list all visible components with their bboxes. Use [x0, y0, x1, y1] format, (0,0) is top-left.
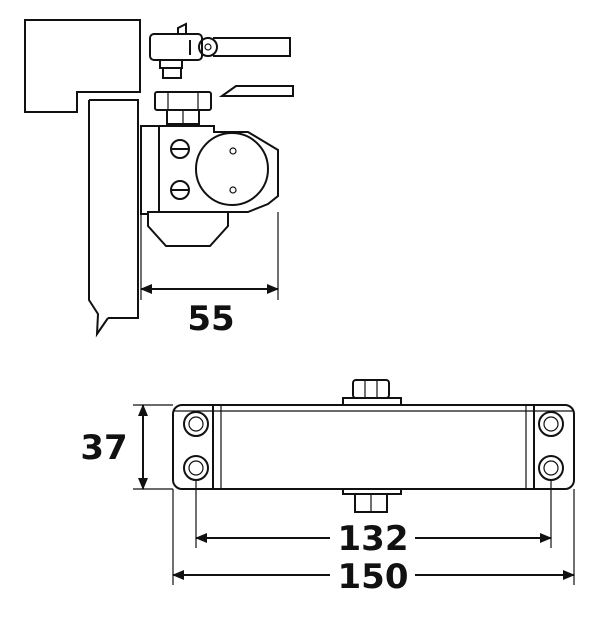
- mounting-hole-top-left: [183, 411, 209, 437]
- hole-spacing-label: 132: [338, 519, 409, 559]
- closer-body-front: [172, 404, 575, 490]
- closer-body-side: [140, 125, 279, 247]
- dimension-55: [140, 212, 279, 300]
- dimension-37: [133, 404, 173, 490]
- mounting-hole-bottom-right: [538, 455, 564, 481]
- front-height-label: 37: [80, 428, 127, 468]
- upper-arm: [149, 22, 291, 79]
- side-view: 55: [24, 19, 294, 339]
- dimension-150: [172, 489, 575, 585]
- lower-arm: [154, 85, 294, 125]
- top-spindle-nut: [342, 379, 402, 407]
- mounting-hole-top-right: [538, 411, 564, 437]
- front-view: 37 132 150: [80, 379, 575, 597]
- bottom-spindle: [342, 487, 402, 513]
- side-width-label: 55: [187, 299, 234, 339]
- door-leaf: [88, 99, 139, 338]
- mounting-hole-bottom-left: [183, 455, 209, 481]
- mounting-holes: [183, 411, 564, 481]
- overall-length-label: 150: [338, 557, 409, 597]
- dimension-132: [195, 480, 552, 548]
- door-frame: [24, 19, 141, 113]
